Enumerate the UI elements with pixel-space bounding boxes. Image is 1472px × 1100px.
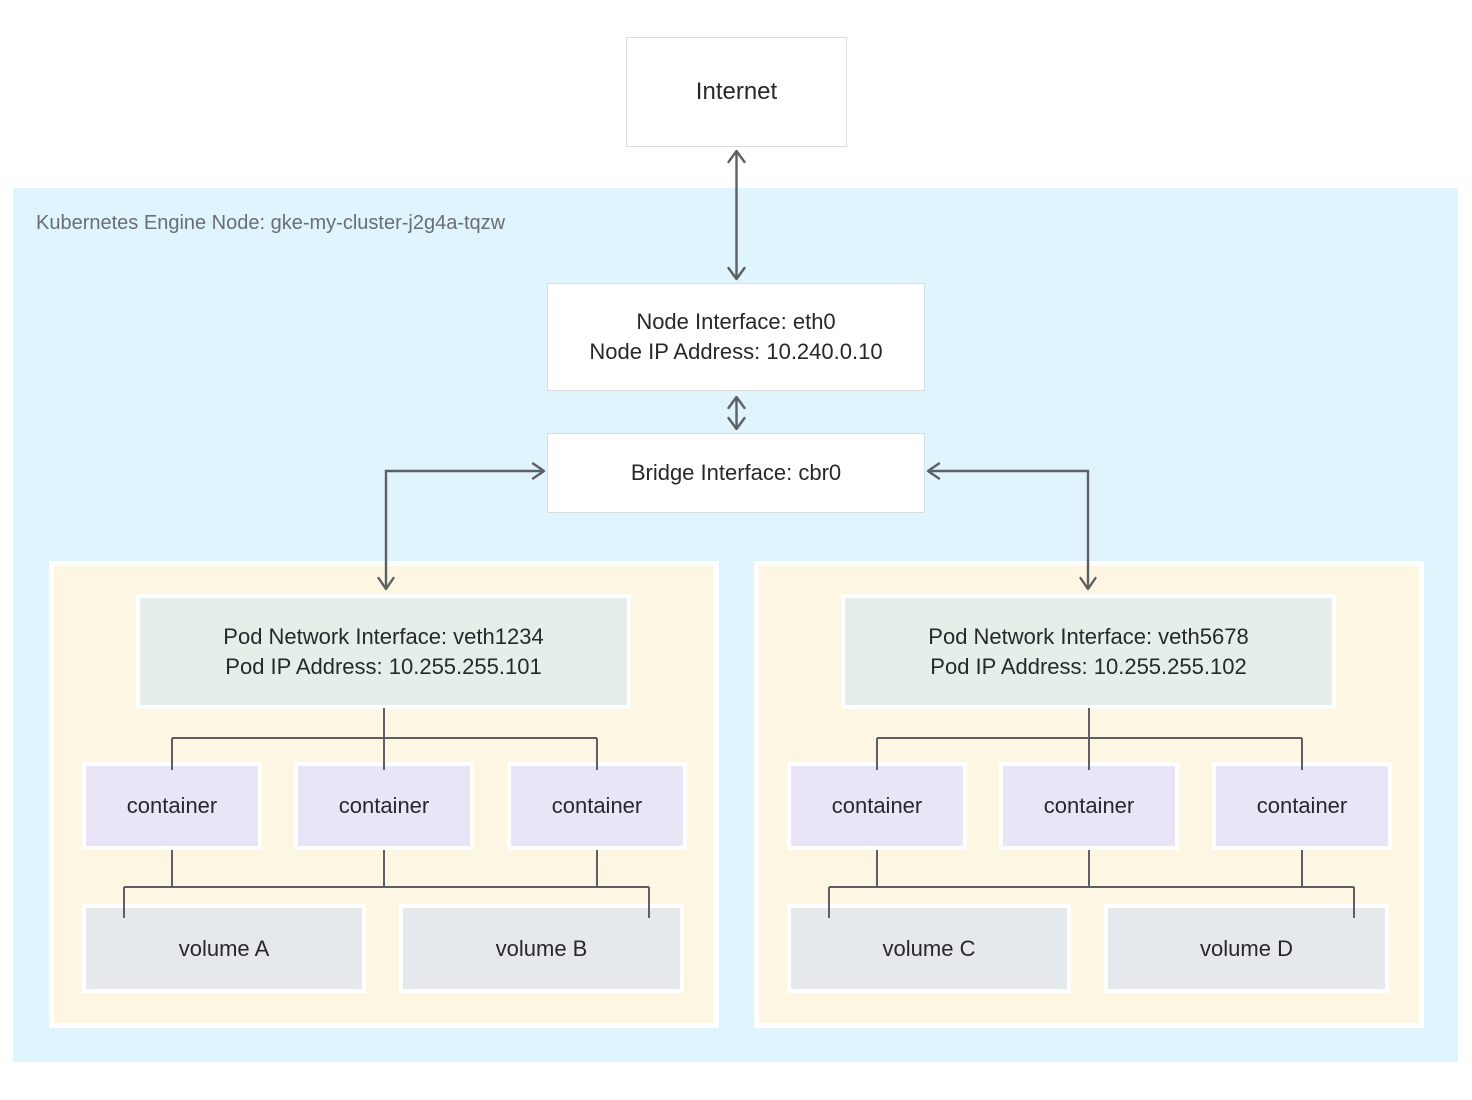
volume-label: volume B <box>495 935 588 961</box>
bridge-interface-label: Bridge Interface: cbr0 <box>630 460 842 485</box>
volume-label: volume A <box>178 935 270 961</box>
pod1-container-1: container <box>82 762 262 850</box>
pod1-volume-b: volume B <box>399 904 684 993</box>
pod1-volume-a: volume A <box>82 904 366 993</box>
pod2-network-interface-box: Pod Network Interface: veth5678 Pod IP A… <box>841 594 1336 709</box>
volume-label: volume C <box>882 935 976 961</box>
arrowhead-up-icon <box>727 149 746 164</box>
kubernetes-node-label: Kubernetes Engine Node: gke-my-cluster-j… <box>36 212 506 234</box>
node-ip-line2: Node IP Address: 10.240.0.10 <box>589 339 883 364</box>
pod2-container-2: container <box>999 762 1179 850</box>
pod1-ip-line2: Pod IP Address: 10.255.255.101 <box>225 653 542 679</box>
pod2-container-1: container <box>787 762 967 850</box>
container-label: container <box>1256 793 1348 818</box>
container-label: container <box>1043 793 1135 818</box>
container-label: container <box>831 793 923 818</box>
container-label: container <box>338 793 430 818</box>
pod1-network-interface-box: Pod Network Interface: veth1234 Pod IP A… <box>136 594 631 709</box>
container-label: container <box>551 793 643 818</box>
container-label: container <box>126 793 218 818</box>
pod2-volume-d: volume D <box>1104 904 1389 993</box>
volume-label: volume D <box>1200 935 1293 961</box>
pod1-container-3: container <box>507 762 687 850</box>
internet-label: Internet <box>695 78 778 105</box>
node-interface-box: Node Interface: eth0 Node IP Address: 10… <box>547 283 925 391</box>
pod1-container-2: container <box>294 762 474 850</box>
node-interface-line1: Node Interface: eth0 <box>636 309 836 334</box>
pod1-interface-line1: Pod Network Interface: veth1234 <box>223 623 544 649</box>
pod2-interface-line1: Pod Network Interface: veth5678 <box>928 623 1249 649</box>
pod2-ip-line2: Pod IP Address: 10.255.255.102 <box>930 653 1247 679</box>
internet-box: Internet <box>626 37 847 147</box>
pod2-container-3: container <box>1212 762 1392 850</box>
bridge-interface-box: Bridge Interface: cbr0 <box>547 433 925 513</box>
pod2-volume-c: volume C <box>787 904 1071 993</box>
